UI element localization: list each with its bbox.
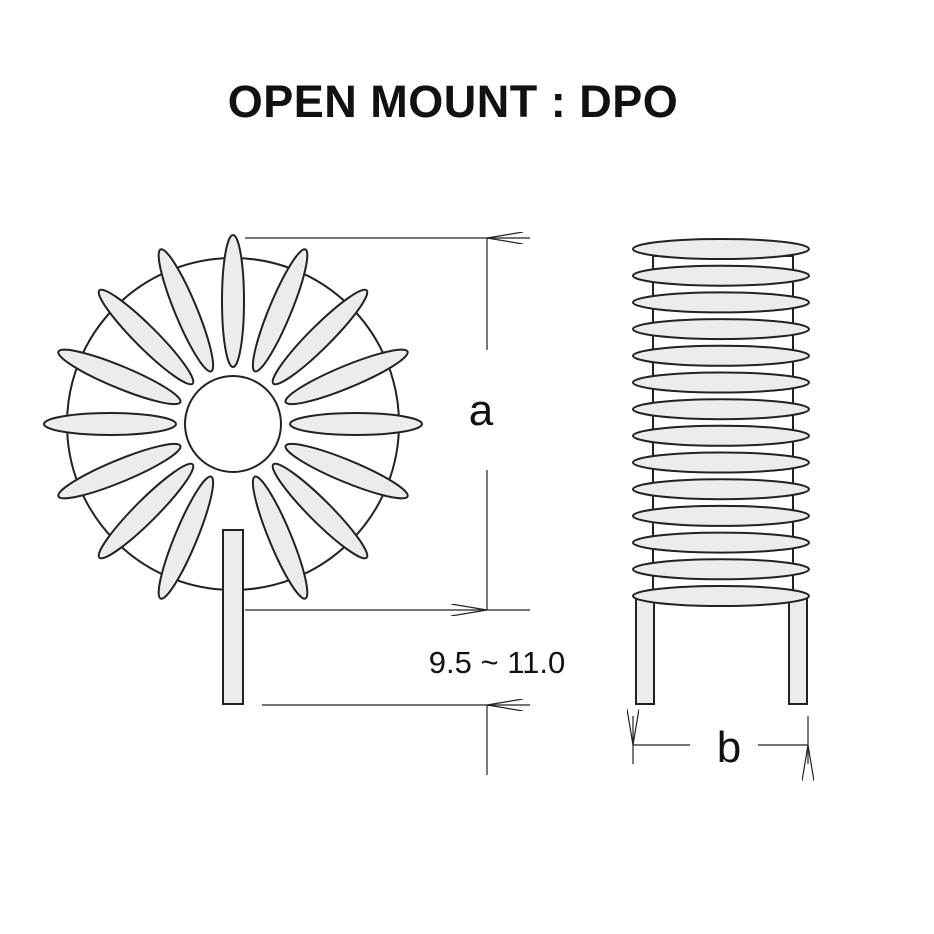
side-winding-turn	[632, 558, 810, 581]
side-winding-turn	[632, 291, 810, 314]
winding-turn	[57, 442, 182, 500]
lead-wire	[222, 529, 244, 705]
winding-turn	[97, 462, 195, 560]
side-winding-turn	[632, 451, 810, 474]
dimension-b-label: b	[717, 723, 741, 772]
winding-turn	[157, 248, 215, 373]
winding-turn	[284, 348, 409, 406]
dimension-b: b	[633, 716, 808, 772]
side-winding-turn	[632, 344, 810, 367]
lead-wire-right	[788, 597, 808, 705]
lead-wire-left	[635, 597, 655, 705]
side-winding-turn	[632, 238, 810, 260]
core-inner-hole	[184, 375, 282, 473]
winding-turn	[251, 475, 309, 600]
winding-turn	[251, 248, 309, 373]
winding-turn	[289, 412, 423, 436]
side-winding-turn	[632, 398, 810, 421]
dimension-a-label: a	[469, 386, 494, 435]
winding-turn	[284, 442, 409, 500]
side-winding-turn	[632, 531, 810, 554]
side-winding-turn	[632, 504, 810, 527]
toroid-side-view	[632, 238, 810, 705]
lead-length-label: 9.5 ~ 11.0	[429, 645, 565, 680]
side-winding-turn	[632, 264, 810, 287]
winding-turn	[57, 348, 182, 406]
page-title: OPEN MOUNT : DPO	[227, 76, 679, 127]
winding-turn	[97, 288, 195, 386]
side-winding-turn	[632, 478, 810, 501]
winding-turn	[271, 462, 369, 560]
winding-turn	[271, 288, 369, 386]
side-winding-turn	[632, 371, 810, 394]
side-winding-turn	[632, 318, 810, 341]
side-windings	[632, 238, 810, 607]
dimension-lead-length: 9.5 ~ 11.0	[262, 645, 565, 775]
side-winding-turn	[632, 424, 810, 447]
side-winding-turn	[632, 585, 810, 607]
toroid-face-view	[43, 234, 423, 705]
dimension-a: a	[245, 238, 530, 610]
winding-turn	[221, 234, 245, 368]
face-windings	[43, 234, 423, 600]
winding-turn	[157, 475, 215, 600]
winding-turn	[43, 412, 177, 436]
